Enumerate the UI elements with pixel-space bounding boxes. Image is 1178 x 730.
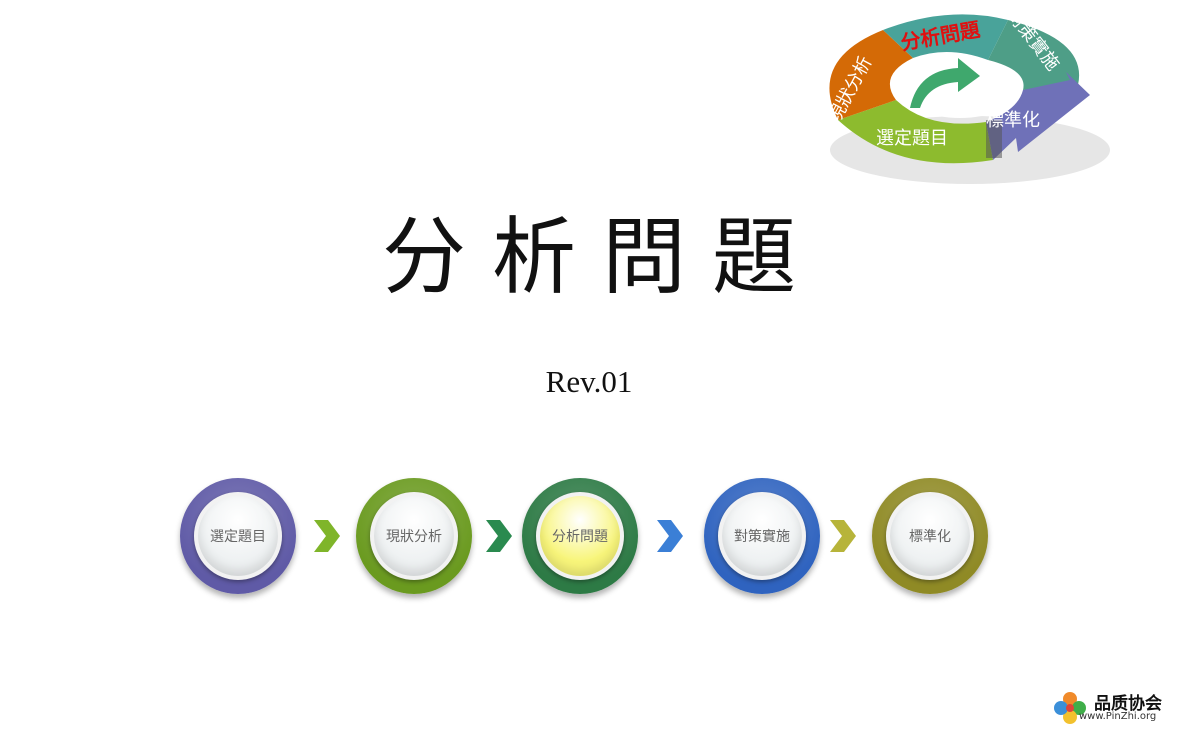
chevron-right-icon <box>486 520 512 552</box>
step-label: 分析問題 <box>552 529 608 545</box>
step-analyze[interactable]: 分析問題 <box>522 478 638 594</box>
step-disc: 選定題目 <box>194 492 282 580</box>
watermark-name: 品质协会 <box>1094 694 1162 714</box>
step-label: 選定題目 <box>210 529 266 545</box>
revision-label: Rev.01 <box>545 364 633 399</box>
step-standardize[interactable]: 標準化 <box>872 478 988 594</box>
step-current-state[interactable]: 現狀分析 <box>356 478 472 594</box>
step-label: 標準化 <box>909 529 951 545</box>
step-disc: 現狀分析 <box>370 492 458 580</box>
step-countermeasure[interactable]: 對策實施 <box>704 478 820 594</box>
pdca-cycle-diagram: 分析問題 現狀分析 對策實施 標準化 選定題目 <box>808 0 1118 190</box>
page-title: 分析問題 <box>381 208 822 306</box>
cycle-ring-graphic <box>829 14 1110 184</box>
cycle-label-select-topic: 選定題目 <box>876 128 948 149</box>
step-disc: 分析問題 <box>536 492 624 580</box>
watermark-logo: 品质协会 www.PinZhi.org <box>1052 688 1178 728</box>
watermark-url: www.PinZhi.org <box>1079 711 1157 722</box>
step-select-topic[interactable]: 選定題目 <box>180 478 296 594</box>
flower-logo-icon <box>1054 692 1086 724</box>
step-disc: 對策實施 <box>718 492 806 580</box>
chevron-right-icon <box>830 520 856 552</box>
cycle-label-standardize: 標準化 <box>986 110 1040 131</box>
chevron-right-icon <box>314 520 340 552</box>
step-label: 現狀分析 <box>386 529 442 545</box>
step-label: 對策實施 <box>734 529 790 545</box>
step-disc: 標準化 <box>886 492 974 580</box>
chevron-right-icon <box>657 520 683 552</box>
